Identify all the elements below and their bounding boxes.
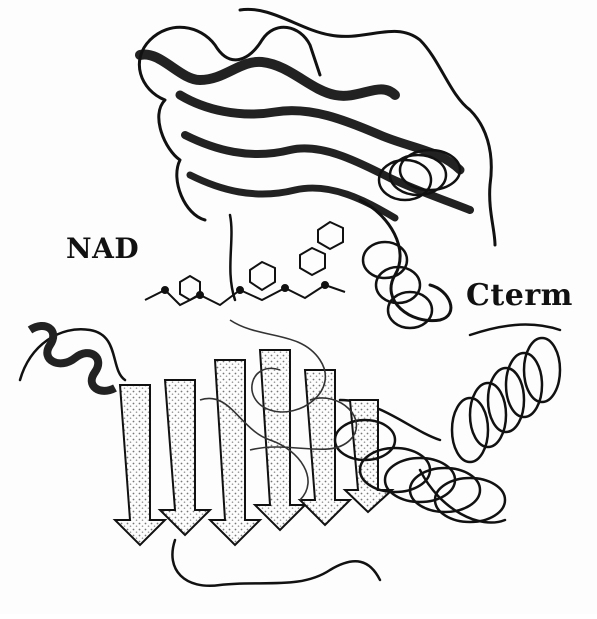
nad-ligand-molecule: [145, 222, 345, 305]
nad-label: NAD: [66, 232, 139, 265]
cterm-label: Cterm: [466, 278, 573, 313]
upper-domain-helices: [363, 150, 460, 328]
c-terminal-helix: [452, 338, 560, 462]
